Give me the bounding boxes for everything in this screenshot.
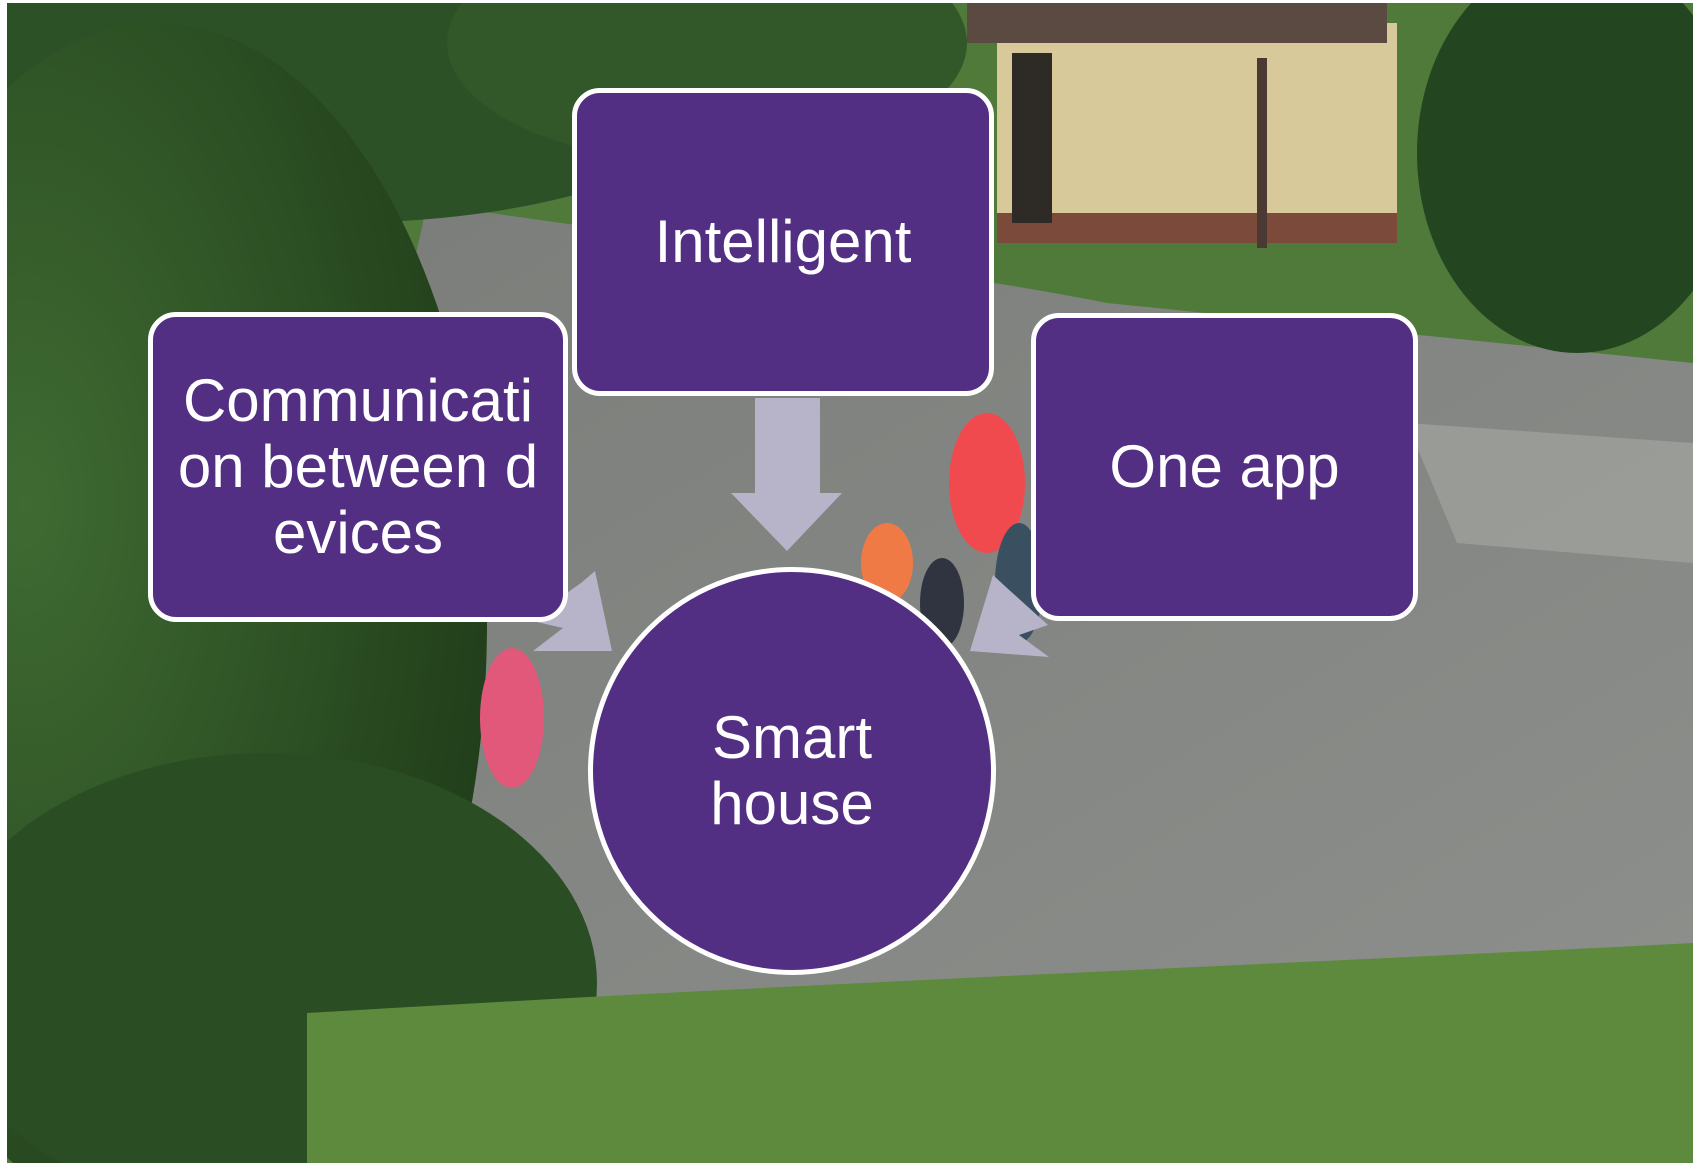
node-communication-label: Communicati on between devices	[177, 367, 539, 566]
node-one-app-label: One app	[1109, 433, 1340, 500]
node-smart-house: Smart house	[588, 567, 996, 975]
node-one-app: One app	[1031, 313, 1418, 621]
node-intelligent-label: Intelligent	[654, 208, 912, 275]
node-communication: Communicati on between devices	[148, 312, 568, 622]
node-intelligent: Intelligent	[572, 88, 994, 396]
node-smart-house-label: Smart house	[710, 704, 874, 837]
